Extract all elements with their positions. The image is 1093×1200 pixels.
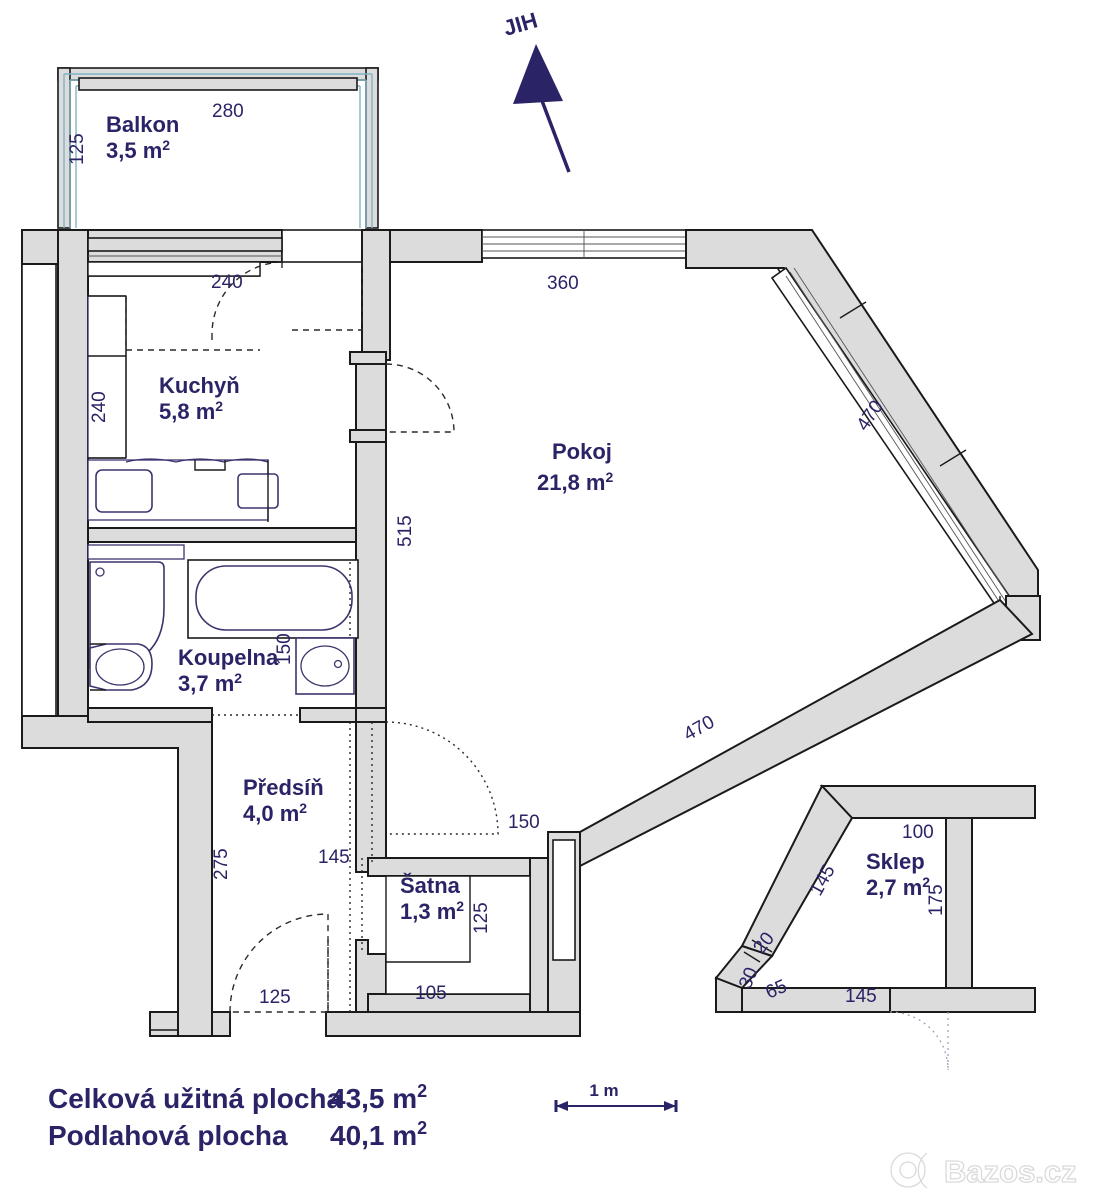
dim-predsin-right-door: 150: [508, 812, 540, 833]
dim-kuchyn-left: 240: [89, 391, 110, 423]
room-label-balkon: Balkon: [106, 112, 179, 137]
dim-pokoj-left: 515: [395, 515, 416, 547]
room-area-balkon: 3,5 m2: [106, 137, 170, 163]
orientation-label: JIH: [500, 7, 540, 40]
room-area-predsin: 4,0 m2: [243, 800, 307, 826]
dim-balkon-depth: 125: [67, 133, 88, 165]
summary-value-total: 43,5 m2: [330, 1081, 427, 1114]
room-label-predsin: Předsíň: [243, 775, 324, 800]
scale-bar: 1 m: [554, 1081, 678, 1112]
balcony-structure: [57, 67, 379, 229]
exterior-walls: [21, 229, 1041, 1037]
summary-label-floor: Podlahová plocha: [48, 1120, 288, 1151]
room-label-pokoj: Pokoj: [552, 439, 612, 464]
room-label-koupelna: Koupelna: [178, 645, 279, 670]
dim-predsin-mid: 145: [318, 847, 350, 868]
scale-bar-label: 1 m: [589, 1081, 618, 1100]
dim-balkon-width: 280: [212, 101, 244, 122]
dim-sklep-bottom: 145: [845, 986, 877, 1007]
dim-sklep-top: 100: [902, 822, 934, 843]
room-area-koupelna: 3,7 m2: [178, 670, 242, 696]
hallway-door-swings: [229, 721, 499, 1020]
room-label-sklep: Sklep: [866, 849, 925, 874]
dim-pokoj-angled-lower: 470: [680, 712, 718, 746]
dim-predsin-left: 275: [211, 848, 232, 880]
summary-label-total: Celková užitná plocha: [48, 1083, 342, 1114]
room-area-pokoj: 21,8 m2: [537, 469, 614, 495]
room-area-kuchyn: 5,8 m2: [159, 398, 223, 424]
dim-kuchyn-top: 240: [211, 272, 243, 293]
watermark: Bazos.cz: [890, 1152, 1077, 1190]
kitchen-door-swings: [211, 261, 455, 433]
room-label-satna: Šatna: [400, 873, 461, 898]
dim-predsin-door: 125: [259, 987, 291, 1008]
bathroom-fixtures: [87, 544, 359, 695]
room-label-kuchyn: Kuchyň: [159, 373, 240, 398]
dim-koupelna-right: 150: [274, 633, 295, 665]
dim-satna-depth: 125: [471, 902, 492, 934]
cellar-structure: [714, 784, 1036, 1071]
kitchen-fixtures: [87, 261, 279, 522]
dim-pokoj-top: 360: [547, 273, 579, 294]
summary-value-floor: 40,1 m2: [330, 1118, 427, 1151]
watermark-label: Bazos.cz: [944, 1154, 1077, 1189]
orientation-arrow: [513, 44, 571, 173]
dim-satna-width: 105: [415, 983, 447, 1004]
room-area-satna: 1,3 m2: [400, 898, 464, 924]
interior-walls: [87, 351, 549, 1013]
room-area-sklep: 2,7 m2: [866, 874, 930, 900]
area-summary: Celková užitná plocha 43,5 m2 Podlahová …: [48, 1081, 427, 1151]
dim-sklep-right: 175: [926, 884, 947, 916]
